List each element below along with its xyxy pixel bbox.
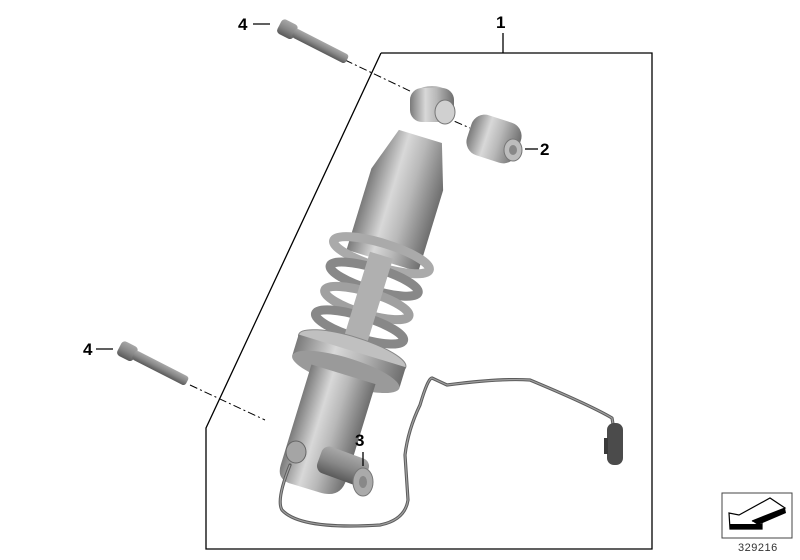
callout-leaders — [96, 23, 538, 466]
bolt-top — [277, 19, 349, 64]
shock-top-eye — [410, 86, 456, 125]
bolt-bottom — [117, 341, 189, 386]
callout-1: 1 — [496, 13, 506, 32]
assembly-frame — [205, 33, 653, 550]
sensor-cable — [278, 376, 623, 528]
clevis-bore — [285, 440, 307, 464]
sleeve-3 — [316, 446, 374, 497]
image-number: 329216 — [738, 542, 778, 554]
sensor-connector — [607, 423, 623, 465]
callout-3: 3 — [355, 431, 365, 450]
callout-2: 2 — [540, 140, 550, 159]
callout-4-top: 4 — [238, 15, 248, 34]
bushing-2 — [466, 114, 523, 164]
callout-4-bottom: 4 — [83, 340, 93, 359]
orientation-arrow-icon — [721, 492, 793, 539]
